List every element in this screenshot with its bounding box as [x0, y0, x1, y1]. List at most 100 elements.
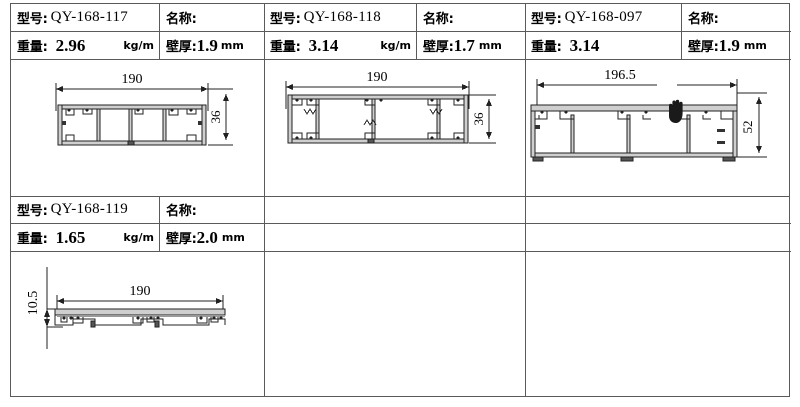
header-row-weight: 重量: 3.14 kg/m 壁厚: 1.7 mm: [264, 32, 525, 60]
model-field: [525, 196, 681, 223]
weight-unit: kg/m: [380, 39, 411, 52]
wall-thickness-unit: mm: [478, 39, 502, 52]
model-field: 型号: QY-168-117: [11, 4, 159, 31]
column-separator-2: [525, 4, 526, 396]
model-label: 型号:: [270, 12, 301, 27]
profile-cell-4[interactable]: 型号: QY-168-119 名称: 重量: 1.65 kg/m: [11, 196, 264, 397]
column-separator-1: [264, 4, 265, 396]
weight-field: [525, 224, 681, 251]
cell-header: 型号: QY-168-097 名称: 重量: 3.14: [525, 4, 791, 61]
profile-svg-097: 196.5 52: [530, 68, 767, 162]
name-field: 名称:: [159, 196, 264, 223]
cell-header: [525, 196, 791, 253]
profile-cell-2[interactable]: 型号: QY-168-118 名称: 重量: 3.14 kg/m: [264, 4, 525, 196]
model-value: QY-168-119: [50, 201, 129, 217]
model-field: 型号: QY-168-119: [11, 196, 159, 223]
weight-field: 重量: 3.14 kg/m: [264, 32, 416, 59]
wall-thickness-field: 壁厚: 1.9 mm: [681, 32, 791, 59]
header-row-weight: 重量: 3.14 壁厚: 1.9 mm: [525, 32, 791, 60]
dimension-width-1: 190: [122, 72, 143, 87]
dimension-width-3: 196.5: [604, 68, 636, 83]
wall-thickness-field: 壁厚: 2.0 mm: [159, 224, 264, 251]
wall-thickness-value: 1.7: [453, 35, 475, 55]
model-label: 型号:: [17, 12, 48, 27]
weight-label: 重量:: [270, 40, 301, 55]
header-row-weight: [264, 224, 525, 252]
profile-grid: 型号: QY-168-117 名称: 重量: 2.96 kg/m: [10, 3, 791, 397]
wall-thickness-field: 壁厚: 1.9 mm: [159, 32, 264, 59]
profile-cell-1[interactable]: 型号: QY-168-117 名称: 重量: 2.96 kg/m: [11, 4, 264, 196]
header-row-model: 型号: QY-168-118 名称:: [264, 4, 525, 32]
dimension-height-3: 52: [740, 121, 755, 134]
header-row-weight: 重量: 2.96 kg/m 壁厚: 1.9 mm: [11, 32, 264, 60]
wall-thickness-value: 1.9: [196, 35, 218, 55]
header-row-model: [525, 196, 791, 224]
model-value: QY-168-097: [564, 9, 643, 25]
weight-label: 重量:: [17, 232, 48, 247]
header-row-weight: 重量: 1.65 kg/m 壁厚: 2.0 mm: [11, 224, 264, 252]
weight-field: [264, 224, 416, 251]
weight-value: 1.65: [55, 227, 86, 247]
cell-header: 型号: QY-168-118 名称: 重量: 3.14 kg/m: [264, 4, 525, 61]
profile-svg-117: 190 36: [55, 72, 233, 146]
dimension-height-4: 10.5: [26, 291, 41, 316]
profile-svg-119: 190 10.5: [26, 267, 226, 349]
profile-cell-5[interactable]: [264, 196, 525, 397]
wall-thickness-value: 1.9: [718, 35, 740, 55]
wall-thickness-field: 壁厚: 1.7 mm: [416, 32, 525, 59]
profile-drawing-1: 190 36: [11, 61, 264, 196]
weight-unit: kg/m: [123, 231, 154, 244]
profile-drawing-3: 196.5 52: [525, 61, 791, 196]
profile-drawing-5: [264, 253, 525, 397]
wall-thickness-unit: mm: [220, 39, 244, 52]
name-field: 名称:: [416, 4, 525, 31]
weight-label: 重量:: [531, 40, 562, 55]
model-label: 型号:: [531, 12, 562, 27]
model-field: [264, 196, 416, 223]
weight-value: 3.14: [569, 35, 600, 55]
weight-field: 重量: 2.96 kg/m: [11, 32, 159, 59]
dimension-height-2: 36: [471, 112, 486, 126]
cell-header: 型号: QY-168-119 名称: 重量: 1.65 kg/m: [11, 196, 264, 253]
wall-thickness-label: 壁厚:: [688, 40, 719, 55]
wall-thickness-unit: mm: [221, 231, 245, 244]
weight-field: 重量: 1.65 kg/m: [11, 224, 159, 251]
weight-value: 3.14: [308, 35, 339, 55]
weight-unit: kg/m: [123, 39, 154, 52]
header-row-model: 型号: QY-168-119 名称:: [11, 196, 264, 224]
cell-header: [264, 196, 525, 253]
row-separator-1: [11, 196, 789, 197]
dimension-height-1: 36: [208, 110, 223, 124]
cell-header: 型号: QY-168-117 名称: 重量: 2.96 kg/m: [11, 4, 264, 61]
dimension-width-2: 190: [367, 70, 388, 85]
profile-drawing-2: 190 36: [264, 61, 525, 196]
name-field: 名称:: [681, 4, 791, 31]
wall-thickness-value: 2.0: [196, 227, 218, 247]
model-value: QY-168-117: [50, 9, 129, 25]
profile-drawing-4: 190 10.5: [11, 253, 264, 397]
model-label: 型号:: [17, 204, 48, 219]
model-value: QY-168-118: [303, 9, 382, 25]
model-field: 型号: QY-168-118: [264, 4, 416, 31]
weight-label: 重量:: [17, 40, 48, 55]
profile-cell-6[interactable]: [525, 196, 791, 397]
profile-svg-118: 190 36: [285, 70, 496, 144]
wall-thickness-unit: mm: [743, 39, 767, 52]
wall-thickness-label: 壁厚:: [423, 40, 454, 55]
profile-drawing-6: [525, 253, 791, 397]
weight-field: 重量: 3.14: [525, 32, 681, 59]
name-label: 名称:: [423, 12, 454, 27]
name-label: 名称:: [166, 204, 197, 219]
header-row-model: [264, 196, 525, 224]
model-field: 型号: QY-168-097: [525, 4, 681, 31]
header-row-model: 型号: QY-168-117 名称:: [11, 4, 264, 32]
wall-thickness-label: 壁厚:: [166, 40, 197, 55]
header-row-model: 型号: QY-168-097 名称:: [525, 4, 791, 32]
weight-value: 2.96: [55, 35, 86, 55]
dimension-width-4: 190: [130, 284, 151, 299]
wall-thickness-label: 壁厚:: [166, 232, 197, 247]
header-row-weight: [525, 224, 791, 252]
profile-cell-3[interactable]: 型号: QY-168-097 名称: 重量: 3.14: [525, 4, 791, 196]
name-label: 名称:: [166, 12, 197, 27]
